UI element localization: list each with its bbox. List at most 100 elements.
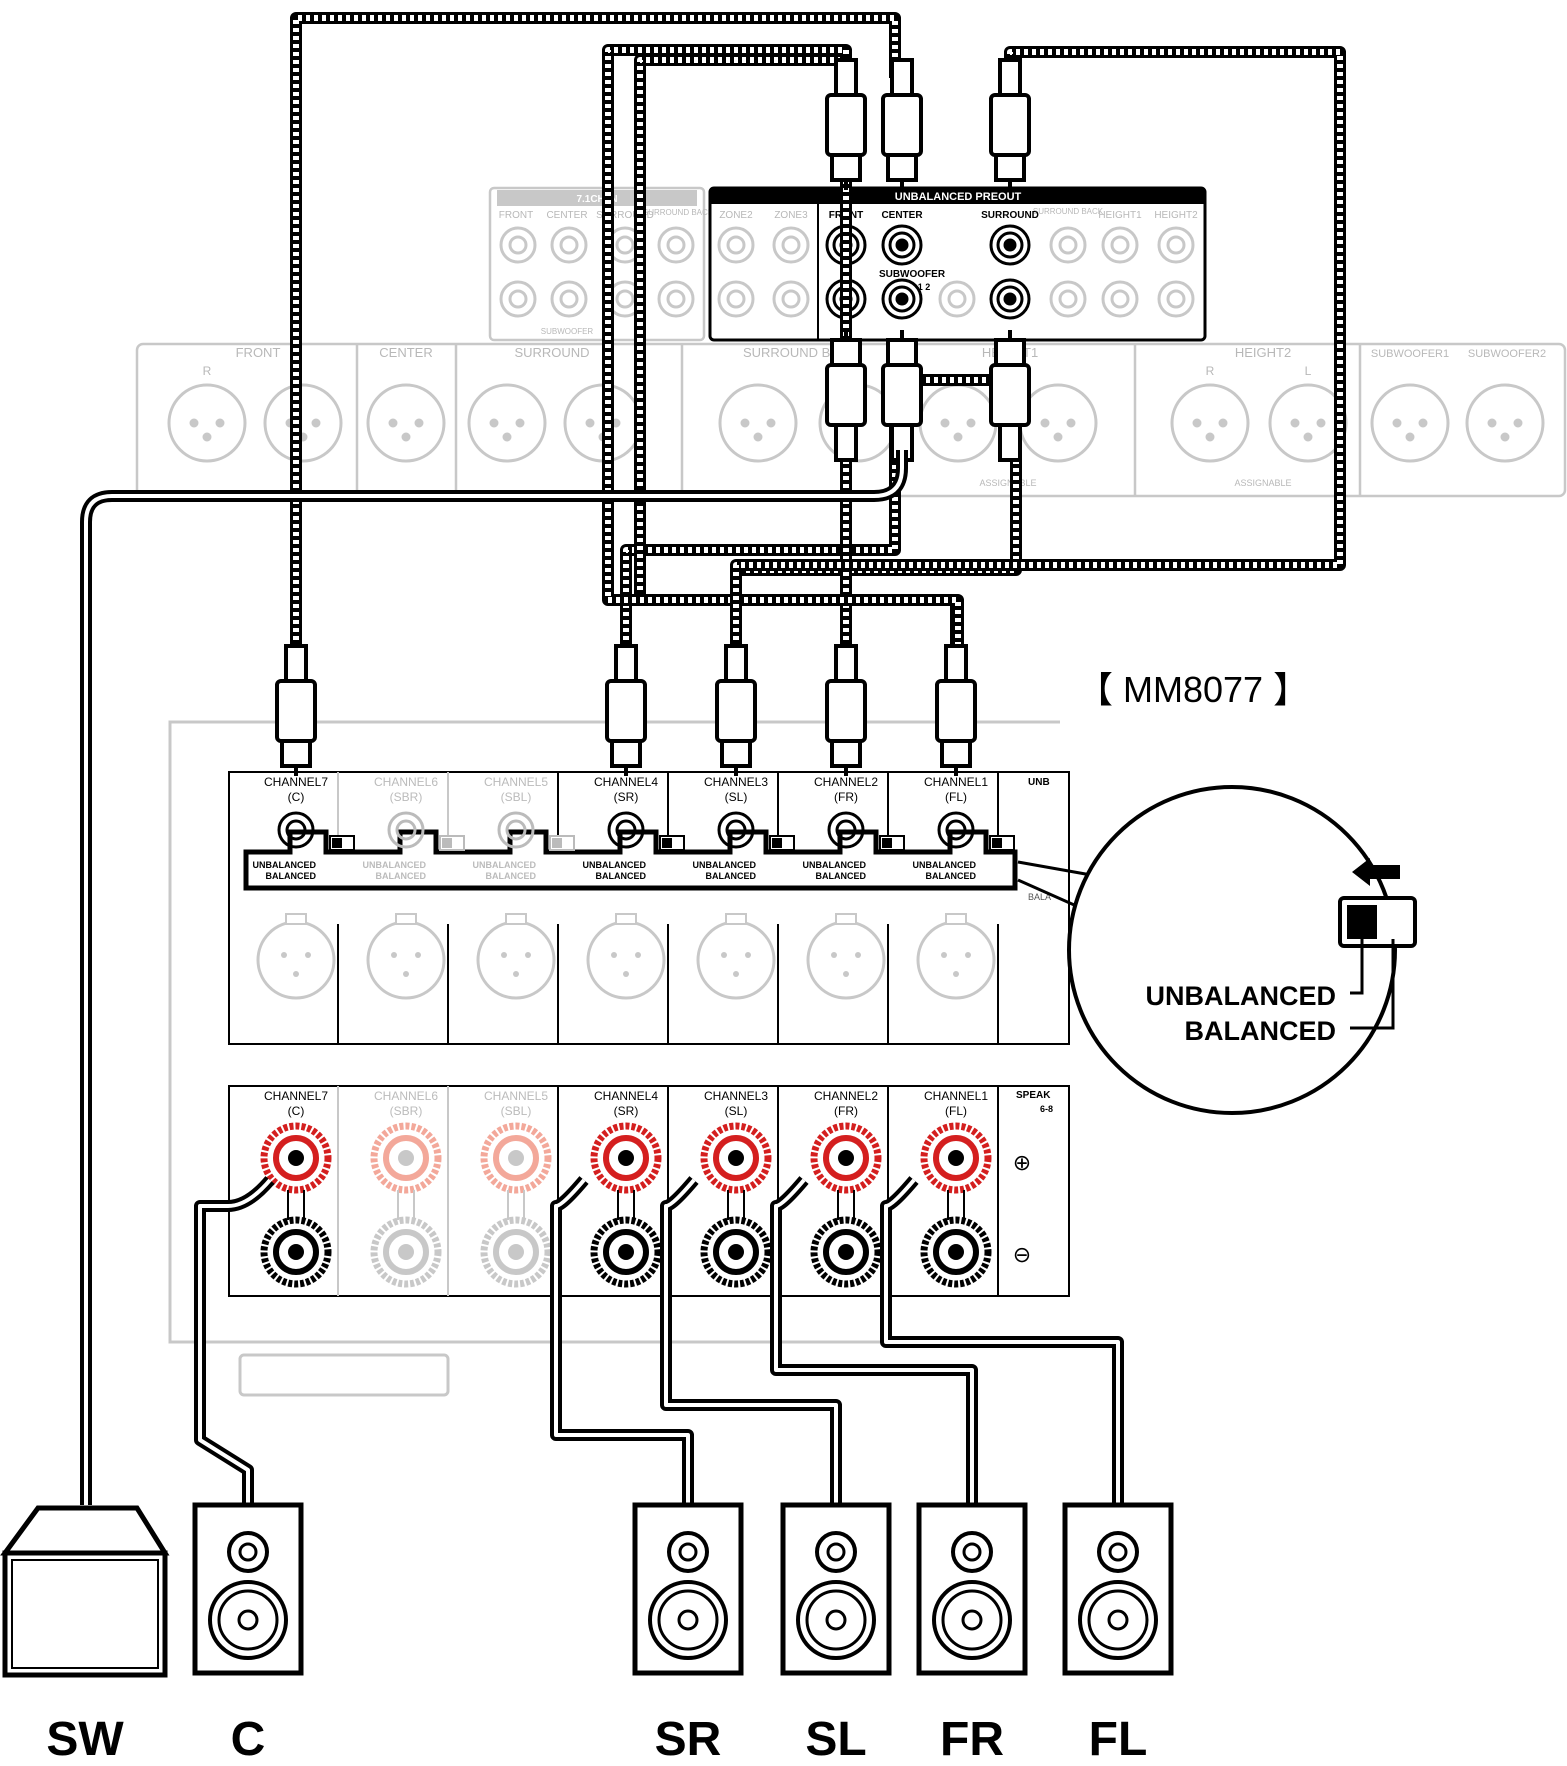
rca-plug — [881, 58, 923, 190]
channel-name: CHANNEL5 — [484, 775, 548, 789]
terminal-channel-name: CHANNEL4 — [594, 1089, 658, 1103]
cables — [80, 12, 1346, 1505]
rca-plug — [989, 330, 1031, 462]
switch-balanced-label: BALANCED — [376, 871, 427, 881]
rca-plug — [605, 644, 647, 776]
label-center: CENTER — [881, 210, 923, 221]
channel-name: CHANNEL7 — [264, 775, 328, 789]
terminal-channel-name: CHANNEL6 — [374, 1089, 438, 1103]
xlr-label-subwoofer2: SUBWOOFER2 — [1468, 348, 1546, 360]
channel-sub: (FL) — [945, 790, 967, 804]
rca-input-jack — [497, 811, 535, 849]
terminal-channel-sub: (C) — [288, 1104, 305, 1118]
minus-symbol: ⊖ — [1013, 1242, 1031, 1267]
speaker-cable-fl — [880, 1176, 1124, 1505]
terminal-channel-name: CHANNEL5 — [484, 1089, 548, 1103]
speaker-cable-sl — [660, 1176, 842, 1505]
71ch-in-header: 7.1CH IN — [576, 194, 617, 205]
channel-sub: (C) — [288, 790, 305, 804]
rca-input-jack — [937, 811, 975, 849]
speaker-label: SR — [655, 1713, 722, 1766]
rca-plug — [275, 644, 317, 776]
model-label: 【 MM8077 】 — [1077, 669, 1309, 710]
label-surround: SURROUND — [981, 210, 1039, 221]
xlr-label-subwoofer1: SUBWOOFER1 — [1371, 348, 1449, 360]
plus-symbol: ⊕ — [1013, 1150, 1031, 1175]
left-sub-label: SUBWOOFER — [541, 327, 594, 336]
switch-unbalanced-label: UNBALANCED — [913, 860, 977, 870]
speaker-cable-sr — [550, 1176, 694, 1505]
left-label-surround-back: SURROUND BACK — [643, 208, 714, 217]
switch-balanced-label: BALANCED — [706, 871, 757, 881]
terminal-channel-name: CHANNEL3 — [704, 1089, 768, 1103]
left-label-center: CENTER — [546, 210, 587, 221]
xlr-input-jack — [366, 913, 446, 1000]
xlr-input-jack — [476, 913, 556, 1000]
terminal-channel-sub: (SBL) — [501, 1104, 532, 1118]
xlr-input-jack — [916, 913, 996, 1000]
label-height2: HEIGHT2 — [1154, 210, 1198, 221]
cable-subwoofer — [80, 450, 908, 1505]
label-surround-back: SURROUND BACK — [1033, 207, 1104, 216]
channel-sub: (SL) — [725, 790, 748, 804]
switch-balanced-label: BALANCED — [596, 871, 647, 881]
rca-input-jack — [717, 811, 755, 849]
cut-bal-label: BALA — [1028, 892, 1051, 902]
switch-unbalanced-label: UNBALANCED — [583, 860, 647, 870]
rl-label: R — [1206, 364, 1215, 378]
channel-sub: (SR) — [614, 790, 639, 804]
label-zone3: ZONE3 — [774, 210, 808, 221]
channel-sub: (SBL) — [501, 790, 532, 804]
cable-surround-r — [620, 374, 1015, 680]
rl-label: R — [203, 364, 212, 378]
rca-input-jack — [277, 811, 315, 849]
switch-unbalanced-label: UNBALANCED — [363, 860, 427, 870]
zoom-unbalanced-label: UNBALANCED — [1146, 981, 1337, 1011]
channel-name: CHANNEL3 — [704, 775, 768, 789]
rca-plug — [715, 644, 757, 776]
rca-input-jack — [387, 811, 425, 849]
speaker-cabinet — [916, 1502, 1028, 1676]
unbalanced-preout-block: UNBALANCED PREOUT ZONE2 ZONE3 SURROUND B… — [708, 186, 1207, 342]
terminal-channel-name: CHANNEL2 — [814, 1089, 878, 1103]
channel-sub: (SBR) — [390, 790, 423, 804]
speaker-cable-c — [194, 1176, 275, 1505]
speaker-cabinet — [192, 1502, 304, 1676]
channel-name: CHANNEL1 — [924, 775, 988, 789]
rca-plug — [825, 330, 867, 462]
speaker-label: C — [231, 1713, 266, 1766]
speaker-label: SL — [805, 1713, 866, 1766]
label-height1: HEIGHT1 — [1098, 210, 1142, 221]
xlr-input-jack — [806, 913, 886, 1000]
switch-zoom-callout: UNBALANCED BALANCED — [1017, 785, 1417, 1115]
switch-unbalanced-label: UNBALANCED — [803, 860, 867, 870]
speaker-label: SW — [46, 1713, 124, 1766]
zoom-balanced-label: BALANCED — [1185, 1016, 1337, 1046]
left-label-front: FRONT — [499, 210, 533, 221]
arrow-left-icon — [1352, 858, 1400, 886]
switch-balanced-label: BALANCED — [486, 871, 537, 881]
label-subwoofer-nums: 1 2 — [918, 282, 931, 292]
speaker-terminal-pair: CHANNEL4(SR) — [590, 1089, 662, 1288]
rca-plug — [825, 644, 867, 776]
switch-unbalanced-label: UNBALANCED — [693, 860, 757, 870]
switch-unbalanced-label: UNBALANCED — [253, 860, 317, 870]
label-zone2: ZONE2 — [719, 210, 753, 221]
xlr-input-jack — [696, 913, 776, 1000]
speaker-cabinet — [780, 1502, 892, 1676]
cable-surround — [730, 46, 1346, 680]
cut-input-label: UNB — [1028, 777, 1050, 788]
terminal-channel-name: CHANNEL1 — [924, 1089, 988, 1103]
label-subwoofer: SUBWOOFER — [879, 269, 946, 280]
speaker-terminal-pair: CHANNEL7(C) — [260, 1089, 332, 1288]
amplifier-input-panel: UNB BALA — [228, 771, 1070, 1045]
switch-unbalanced-label: UNBALANCED — [473, 860, 537, 870]
xlr-label-height2: HEIGHT2 — [1235, 345, 1291, 360]
